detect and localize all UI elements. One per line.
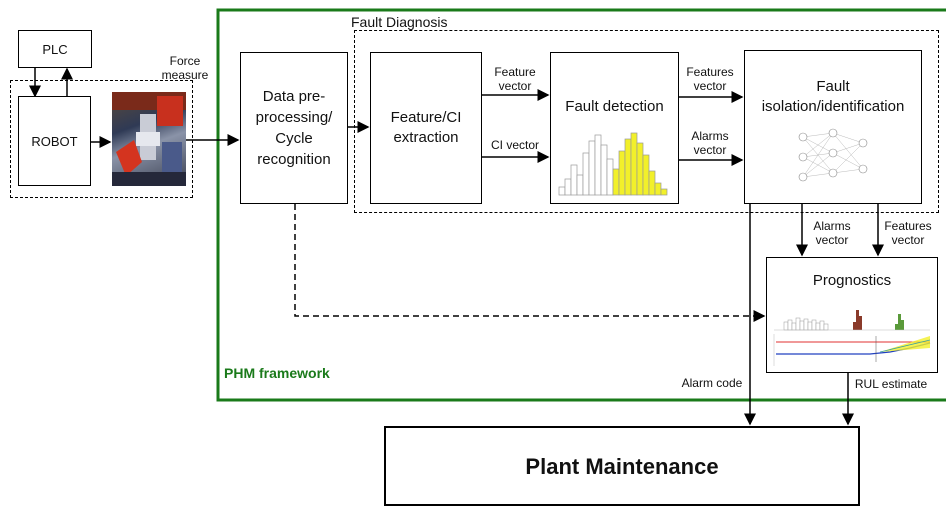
- fault-detection-box: Fault detection: [550, 52, 679, 204]
- fault-diagnosis-group: [354, 30, 939, 213]
- robot-photo: [112, 92, 186, 186]
- prognostics-label: Prognostics: [812, 272, 892, 289]
- alarms-vector-label-1: Alarms vector: [691, 129, 729, 157]
- fault-diagnosis-label: Fault Diagnosis: [351, 14, 448, 30]
- plc-label: PLC: [42, 41, 68, 57]
- fault-detection-label: Fault detection: [565, 98, 664, 115]
- ci-vector-label: CI vector: [490, 138, 539, 152]
- robot-system-group: [10, 80, 193, 198]
- plc-box: PLC: [18, 30, 92, 68]
- preprocessing-box: Data pre- processing/ Cycle recognition: [240, 52, 348, 204]
- plant-maintenance-label: Plant Maintenance: [525, 454, 719, 479]
- robot-label: ROBOT: [31, 133, 78, 149]
- force-measure-label: Force measure: [161, 54, 209, 82]
- phm-framework-frame: [216, 8, 946, 402]
- features-vector-label-1: Features vector: [686, 65, 734, 93]
- feature-extraction-label: Feature/CI extraction: [390, 109, 462, 146]
- plant-maintenance-box: Plant Maintenance: [384, 426, 860, 506]
- feature-vector-label: Feature vector: [494, 65, 536, 93]
- fault-detection-histogram: [558, 132, 668, 196]
- feature-extraction-box: Feature/CI extraction: [370, 52, 482, 204]
- neural-network-graphic: [798, 128, 868, 182]
- preprocessing-to-prognostics-dashed-arrow: [294, 204, 766, 322]
- features-vector-label-2: Features vector: [884, 219, 932, 247]
- fault-isolation-box: Fault isolation/identification: [744, 50, 922, 204]
- robot-box: ROBOT: [18, 96, 91, 186]
- phm-framework-label: PHM framework: [224, 365, 330, 381]
- preprocessing-label: Data pre- processing/ Cycle recognition: [255, 88, 333, 168]
- alarm-code-label: Alarm code: [681, 376, 743, 390]
- rul-estimate-label: RUL estimate: [854, 377, 928, 391]
- fault-isolation-label: Fault isolation/identification: [761, 78, 905, 115]
- prognostics-box: Prognostics: [766, 257, 938, 373]
- alarms-vector-label-2: Alarms vector: [813, 219, 851, 247]
- robot-photo-art: [112, 92, 186, 186]
- prognostics-chart-graphic: [773, 310, 931, 366]
